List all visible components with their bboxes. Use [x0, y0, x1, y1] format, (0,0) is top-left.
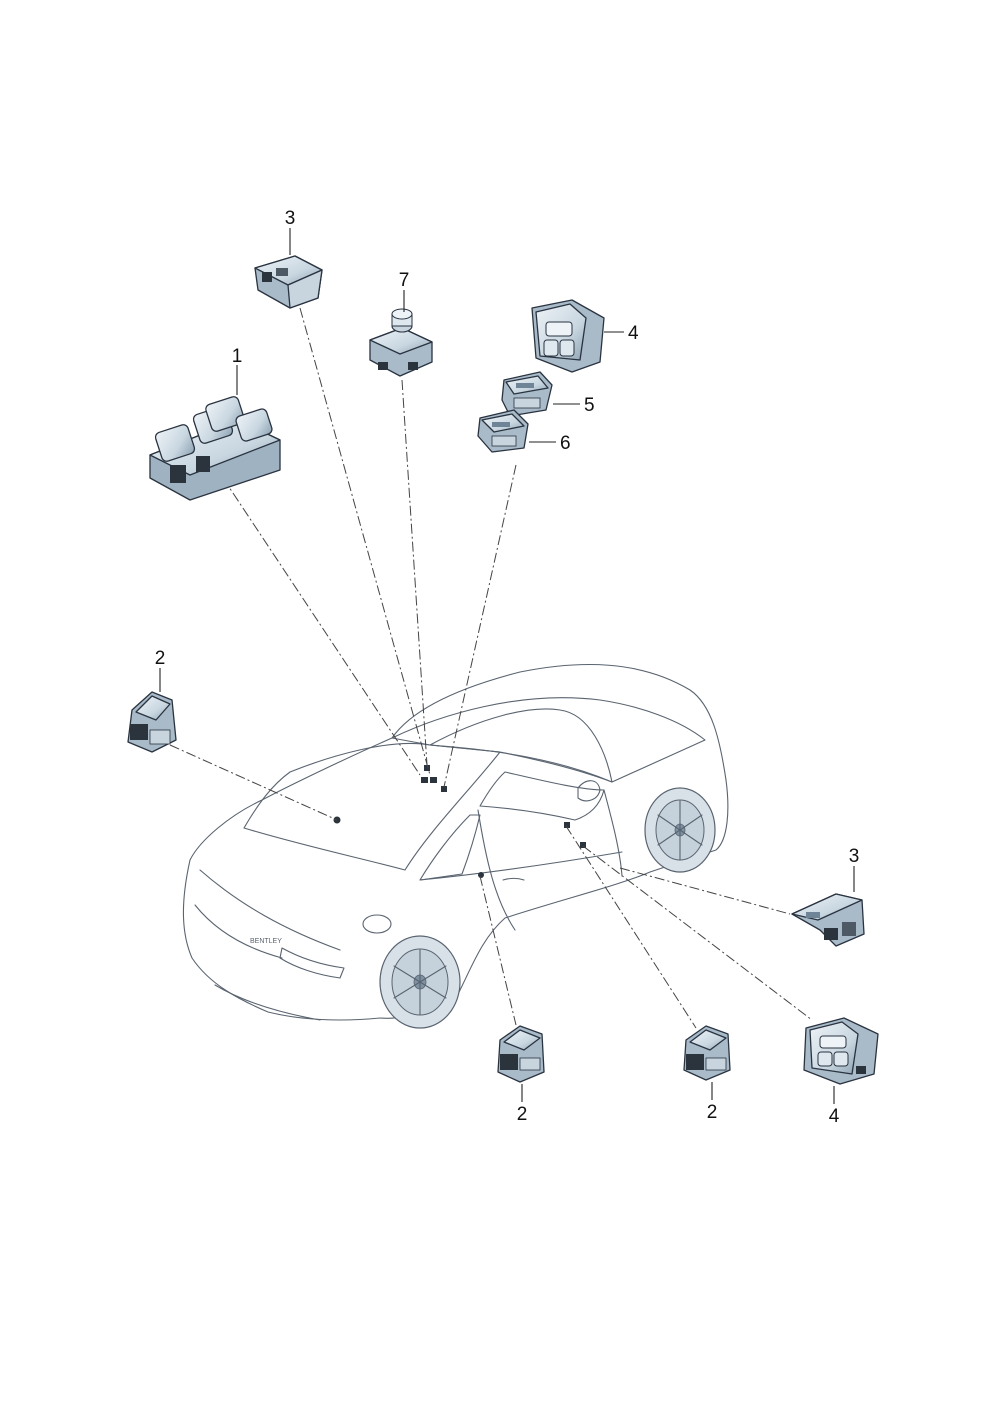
marker-part-2-door	[478, 872, 484, 878]
marker-part-6	[441, 786, 447, 792]
car-badge: BENTLEY	[250, 938, 282, 945]
part-3-switch-top	[254, 255, 323, 309]
part-2-switch-left	[127, 691, 177, 753]
callout-part-4-top: 4	[628, 323, 639, 344]
part-6-switch	[477, 409, 529, 453]
callout-part-2-bottom-right: 2	[707, 1102, 718, 1123]
callout-part-4-bottom: 4	[829, 1106, 840, 1127]
marker-part-2-front	[564, 822, 570, 828]
callout-part-6: 6	[560, 433, 571, 454]
leader-lines	[169, 307, 813, 1029]
part-2-switch-bottom-right	[683, 1025, 731, 1081]
part-1-window-switch-block	[149, 396, 281, 501]
callout-part-3-top: 3	[285, 208, 296, 229]
part-5-switch	[501, 371, 553, 417]
part-4-switch-top	[531, 299, 605, 373]
callout-part-1: 1	[232, 346, 243, 367]
part-3-switch-right	[791, 893, 865, 947]
rear-wheel	[379, 935, 461, 1029]
car-illustration: BENTLEY	[182, 664, 729, 1029]
front-wheel	[644, 787, 716, 873]
marker-part-7	[424, 765, 430, 771]
marker-part-3	[430, 777, 437, 783]
callout-part-5: 5	[584, 395, 595, 416]
callout-part-2-bottom-center: 2	[517, 1104, 528, 1125]
part-4-switch-bottom	[803, 1017, 879, 1085]
part-7-mirror-switch	[369, 308, 433, 377]
callout-part-3-right: 3	[849, 846, 860, 867]
marker-part-1	[421, 777, 428, 783]
part-2-switch-bottom-center	[497, 1025, 545, 1083]
callout-part-7: 7	[399, 270, 410, 291]
marker-part-4-front	[580, 842, 586, 848]
callout-part-2-left: 2	[155, 648, 166, 669]
